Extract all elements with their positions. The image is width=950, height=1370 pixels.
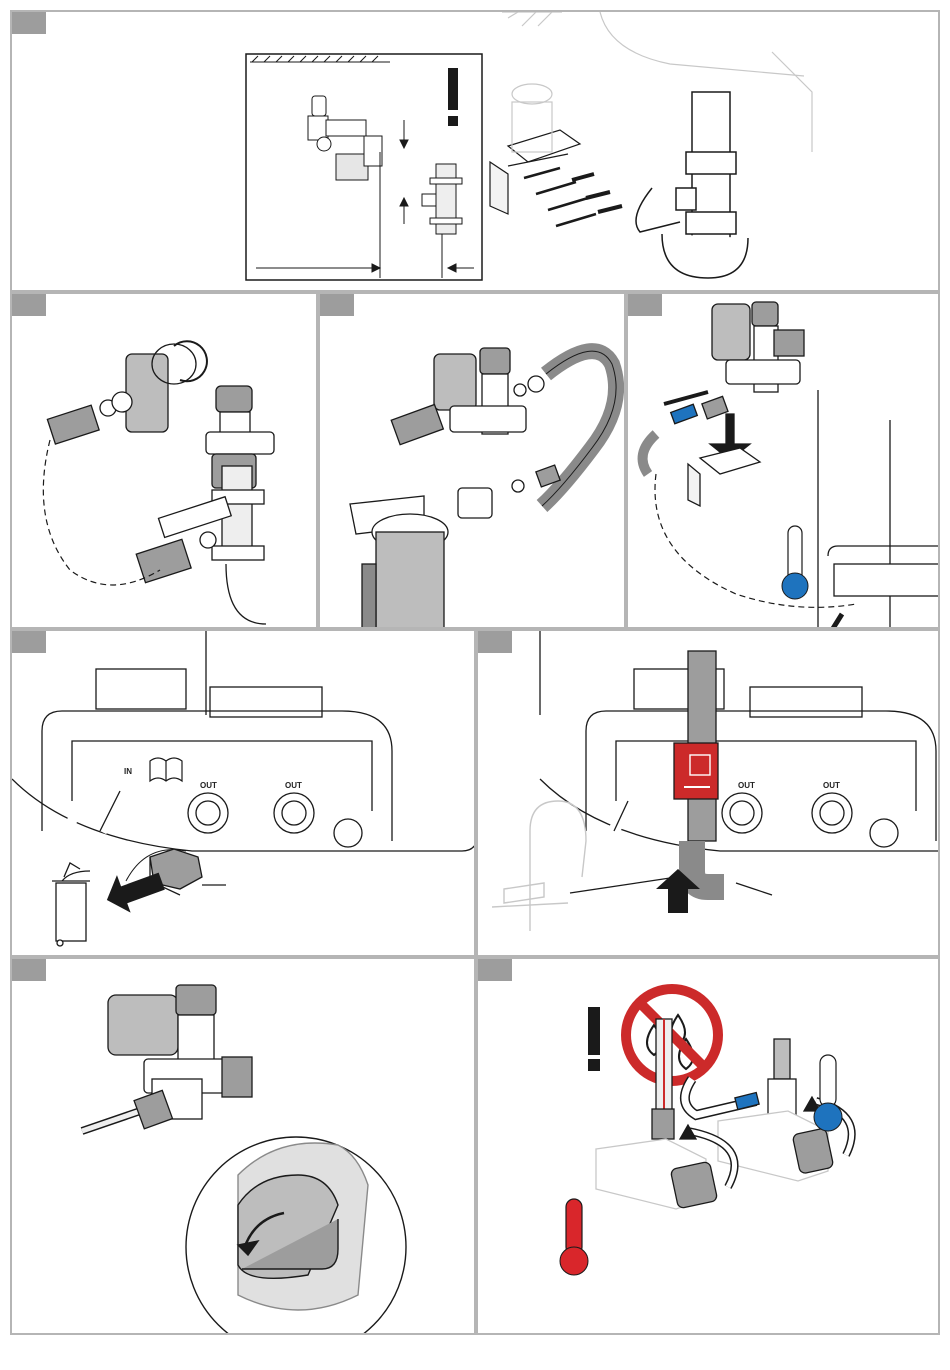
valve-group-small [308,96,382,180]
warning-icon [588,1007,600,1071]
warning-icon [448,68,458,126]
in-label: IN [124,767,132,776]
panel-no-leak [476,957,940,1335]
manual-book-icon [150,758,182,781]
thermometer-cold-icon [782,526,808,599]
panel-siphon-thread [10,292,318,629]
no-leak-illustration [478,959,940,1335]
panel-connect-tap: OUT OUT [476,629,940,957]
trash-bin-icon [52,863,90,946]
cold-connection-illustration [628,294,940,629]
mounting-illustration [12,12,940,292]
filter-hose-illustration [320,294,626,629]
panel-remove-plug: IN OUT OUT [10,629,476,957]
thermometer-hot-icon [560,1199,588,1275]
tap-faded [492,801,586,931]
out-label-left: OUT [738,781,755,790]
siphon-tee [636,92,748,278]
out-label-right: OUT [823,781,840,790]
connect-tap-illustration [478,631,940,957]
detail-circle [186,1137,406,1335]
panel-mounting [10,10,940,292]
sink-faded [502,12,812,152]
thread-assembly-illustration [12,294,318,629]
out-label-left: OUT [200,781,217,790]
thermometer-cold-icon [814,1055,842,1131]
out-label-right: OUT [285,781,302,790]
valve-turn-illustration [12,959,476,1335]
wall-hatching [250,56,390,62]
panel-filter-hose [318,292,626,629]
panel-cold-connection [626,292,940,629]
bracket-with-screws [490,84,622,226]
tee-small [422,164,462,234]
remove-plug-illustration [12,631,476,957]
panel-valve-turn [10,957,476,1335]
